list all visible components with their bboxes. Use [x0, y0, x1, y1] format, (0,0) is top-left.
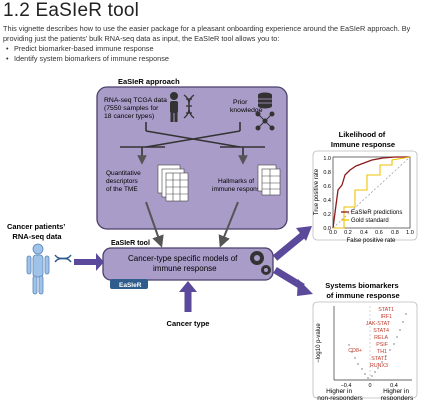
- svg-text:−0.4: −0.4: [341, 383, 352, 389]
- systems-biomarkers-title: Systems biomarkers of immune response: [325, 281, 400, 300]
- svg-text:0.0: 0.0: [329, 230, 337, 236]
- svg-text:0: 0: [368, 383, 371, 389]
- roc-xlabel: False positive rate: [347, 238, 396, 244]
- svg-text:CD8+: CD8+: [348, 348, 362, 354]
- svg-text:0.0: 0.0: [323, 226, 331, 232]
- hallmarks-label: Hallmarks of immune response: [212, 178, 264, 193]
- tool-panel: [102, 247, 274, 281]
- tool-title: EaSIeR tool: [111, 240, 150, 247]
- svg-text:0.4: 0.4: [360, 230, 368, 236]
- patient-body-icon: [26, 243, 50, 295]
- svg-text:STAT1: STAT1: [371, 356, 387, 362]
- roc-xticks: 0.0 0.2 0.4 0.6 0.8 1.0: [329, 230, 414, 236]
- svg-text:TH1: TH1: [377, 349, 387, 355]
- page-title: 1.2 EaSIeR tool: [3, 0, 140, 21]
- legend-gold: Gold standard: [351, 218, 389, 224]
- patients-label: Cancer patients’ RNA-seq data: [7, 222, 67, 241]
- likelihood-title: Likelihood of Immune response: [331, 130, 395, 149]
- arrow-to-likelihood: [272, 232, 306, 261]
- responders-label: Higher in responders: [381, 388, 414, 400]
- svg-text:1.0: 1.0: [323, 156, 331, 162]
- svg-text:RELA: RELA: [374, 335, 388, 341]
- bullet-item: Identify system biomarkers of immune res…: [6, 54, 169, 64]
- svg-text:PSIF: PSIF: [376, 342, 389, 348]
- svg-text:0.4: 0.4: [390, 383, 398, 389]
- svg-text:STAT1: STAT1: [378, 307, 394, 313]
- roc-yticks: 0.0 0.2 0.4 0.6 0.8 1.0: [323, 156, 331, 232]
- arrow-to-likelihood-head: [296, 226, 312, 241]
- svg-text:RUNX3: RUNX3: [370, 363, 388, 369]
- database-icon: [258, 92, 272, 109]
- svg-text:STAT4: STAT4: [373, 328, 389, 334]
- person-icon: [170, 92, 178, 122]
- volcano-card: [312, 301, 418, 399]
- approach-title: EaSIeR approach: [118, 77, 180, 86]
- arrow-patients-head: [96, 253, 104, 271]
- bullet-list: Predict biomarker-based immune response …: [6, 44, 169, 64]
- tcga-label: RNA-seq TCGA data (7550 samples for 18 c…: [104, 97, 169, 120]
- roc-card: [312, 150, 418, 241]
- model-label: Cancer-type specific models of immune re…: [128, 254, 240, 273]
- dna-icon: [54, 254, 72, 263]
- arrow-to-tool-left: [145, 201, 164, 248]
- data-grid-icon: [257, 164, 281, 196]
- volcano-plot: STAT1 IRF1 JAK-STAT STAT4 RELA PSIF CD8+…: [316, 306, 412, 389]
- svg-text:IRF1: IRF1: [381, 314, 393, 320]
- roc-plot: EaSIeR predictions Gold standard 0.0 0.2…: [314, 156, 414, 244]
- network-icon: [255, 111, 275, 131]
- svg-text:0.4: 0.4: [323, 198, 331, 204]
- arrow-to-biomarkers-head: [297, 279, 313, 296]
- legend-easier: EaSIeR predictions: [351, 210, 402, 216]
- data-grid-icon: [157, 164, 189, 202]
- svg-text:0.2: 0.2: [323, 212, 331, 218]
- svg-text:0.6: 0.6: [375, 230, 383, 236]
- intro-paragraph: This vignette describes how to use the e…: [3, 24, 411, 43]
- svg-text:1.0: 1.0: [406, 230, 414, 236]
- tool-badge-label: EaSIeR: [119, 282, 142, 289]
- non-responders-label: Higher in non-responders: [317, 388, 363, 400]
- svg-text:JAK-STAT: JAK-STAT: [366, 321, 391, 327]
- arrow-to-tool-right: [218, 201, 239, 248]
- gear-icon: [250, 251, 271, 275]
- quantitative-descriptors-label: Quantitative descriptors of the TME: [106, 170, 143, 193]
- svg-text:0.2: 0.2: [344, 230, 352, 236]
- svg-text:0.8: 0.8: [391, 230, 399, 236]
- tool-badge: [110, 279, 148, 289]
- arrow-cancer-type-head: [179, 281, 197, 292]
- roc-ylabel: True positive rate: [314, 168, 320, 215]
- svg-text:0.8: 0.8: [323, 170, 331, 176]
- prior-knowledge-label: Prior knowledge: [230, 99, 263, 114]
- volcano-ylabel: −log10 p-value: [316, 323, 322, 363]
- cancer-type-label: Cancer type: [167, 319, 210, 328]
- dna-icon: [183, 94, 195, 119]
- bullet-item: Predict biomarker-based immune response: [6, 44, 169, 54]
- svg-text:0.6: 0.6: [323, 184, 331, 190]
